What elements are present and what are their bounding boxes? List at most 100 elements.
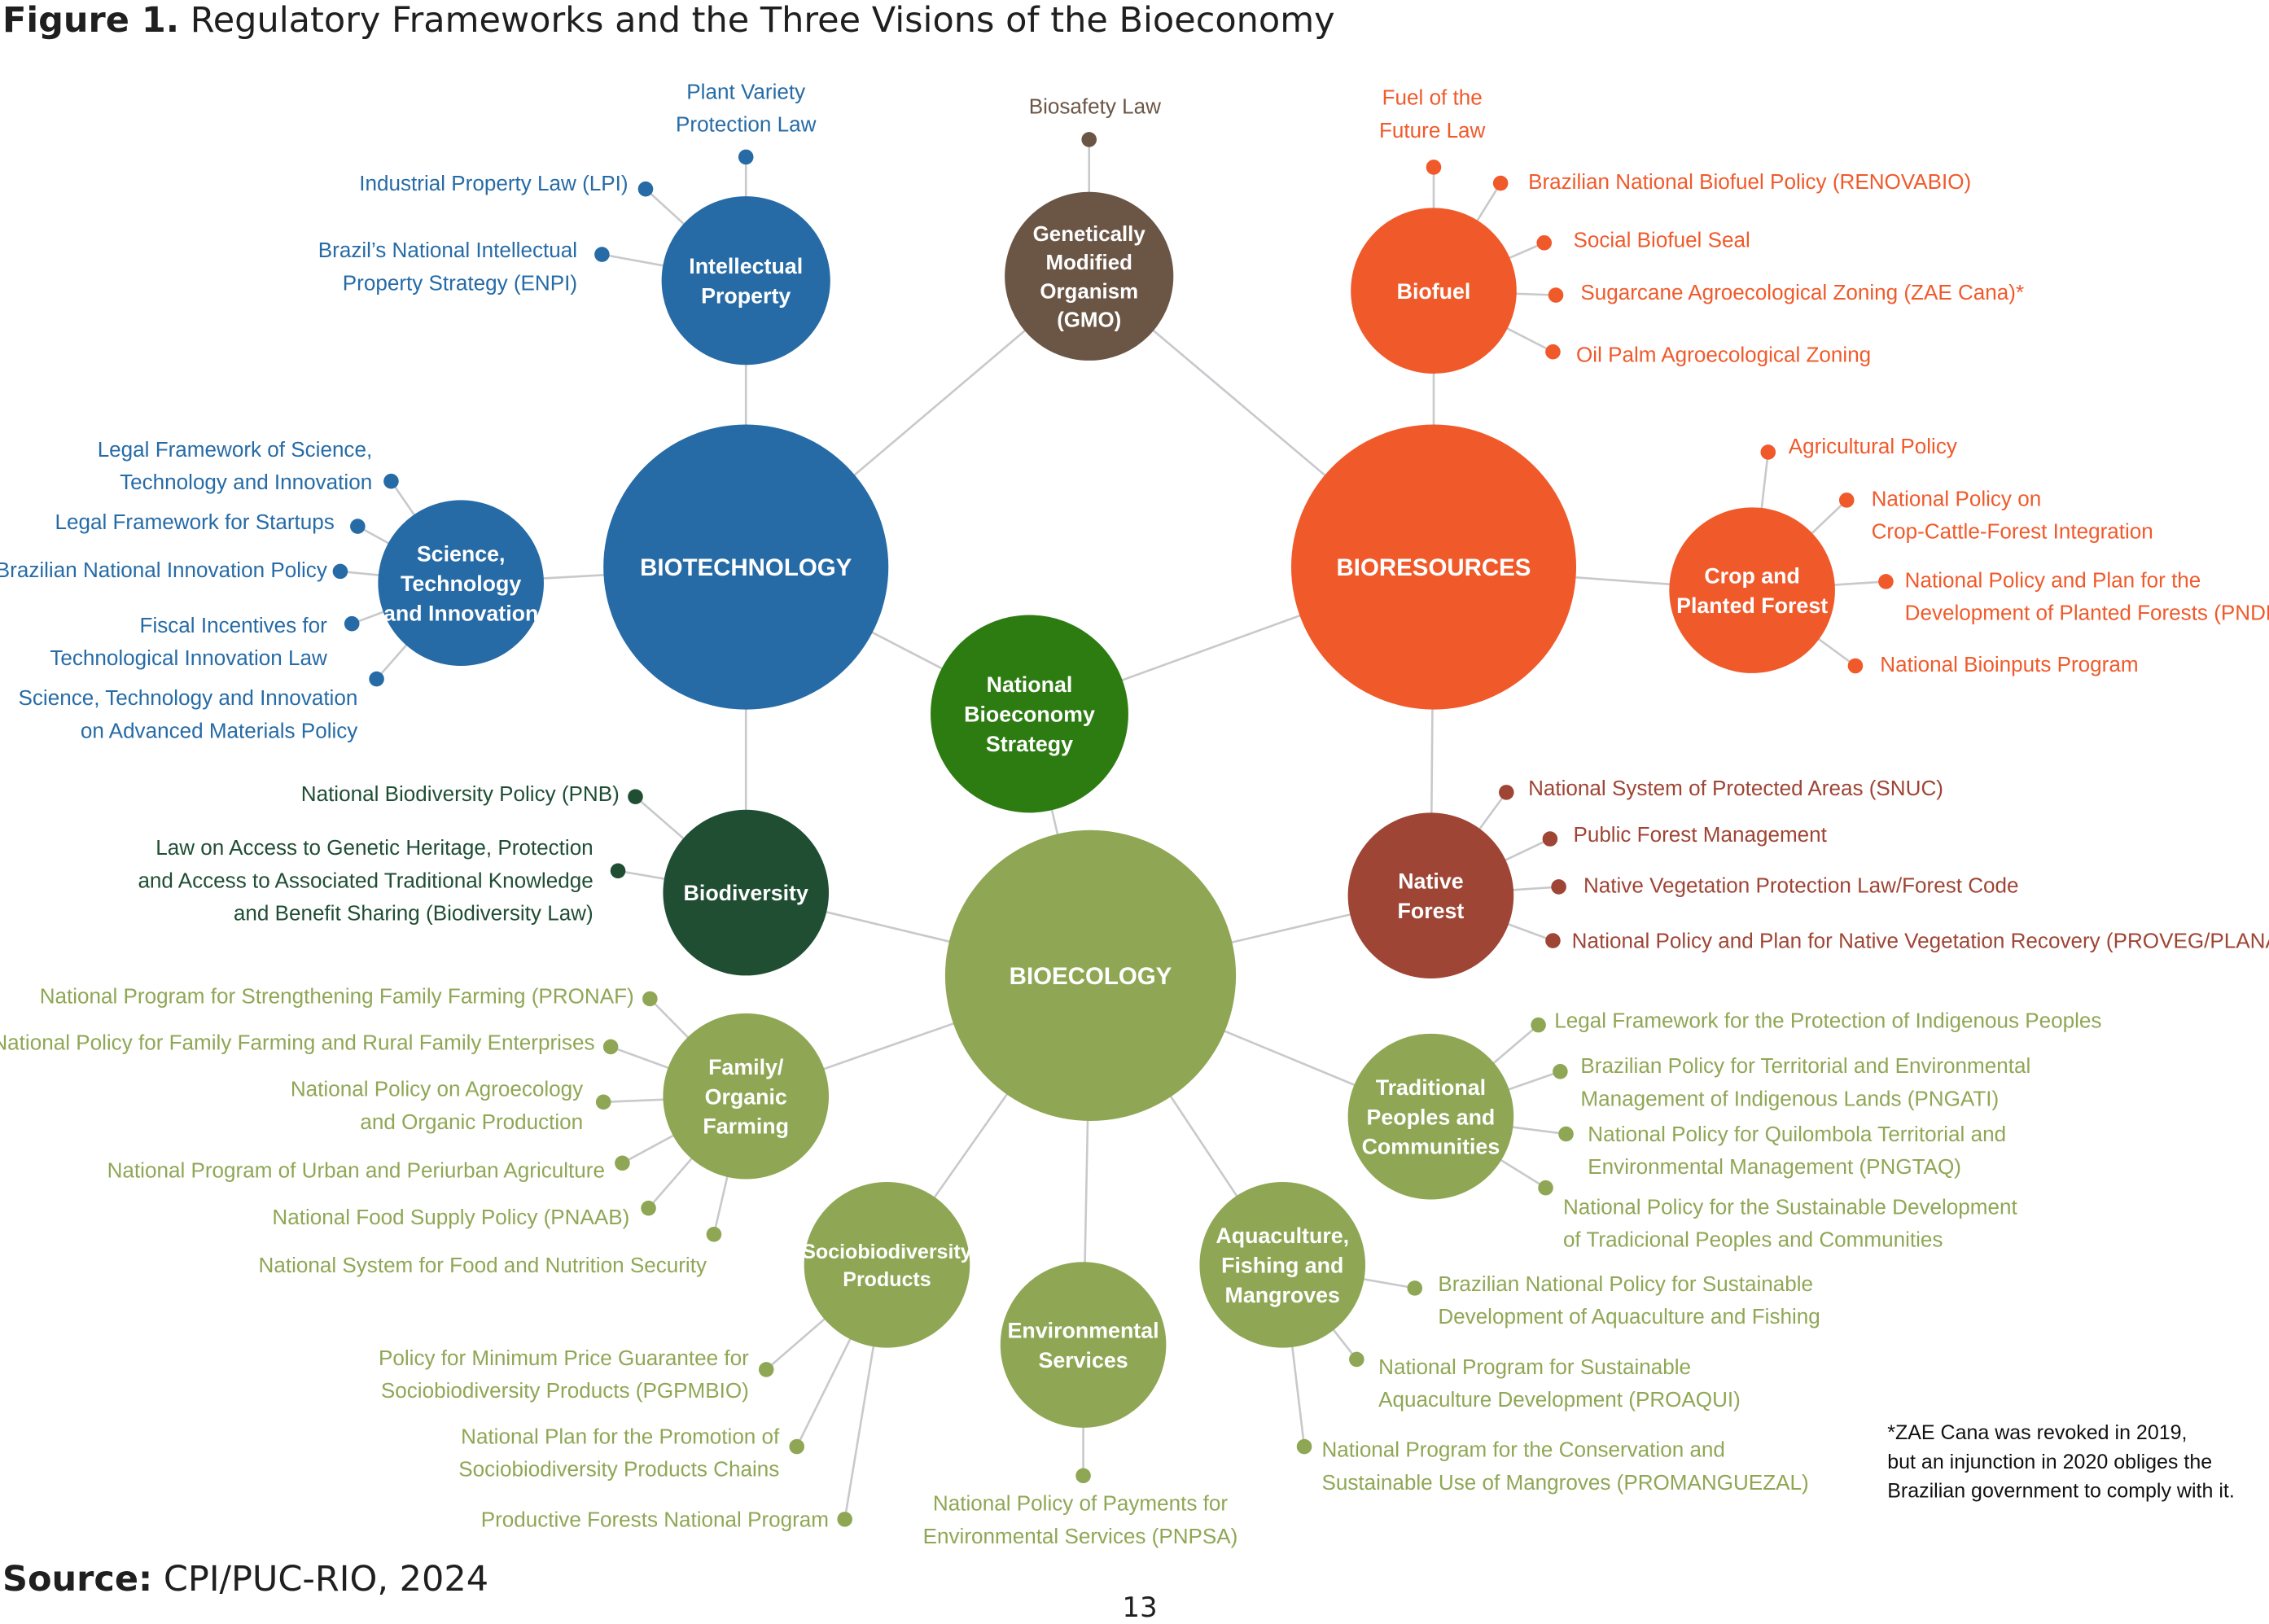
biodiversity-node-label: Biodiversity — [684, 881, 808, 905]
biofuel-node — [1351, 208, 1517, 374]
policy-dot — [1426, 160, 1442, 175]
policy-dot — [706, 1227, 722, 1242]
policy-dot — [1545, 933, 1561, 948]
policy-dot — [758, 1362, 774, 1377]
policy-dot — [350, 519, 366, 534]
policy-label: Legal Framework for the Protection of In… — [1554, 1009, 2101, 1033]
traditional-peoples-node — [1347, 1033, 1514, 1200]
policy-dot — [1760, 444, 1776, 460]
policy-dot — [1542, 831, 1558, 847]
policy-label: National Program for the Conservation an… — [1321, 1438, 1808, 1495]
gmo-node — [1005, 191, 1174, 361]
policy-label: National System of Protected Areas (SNUC… — [1528, 776, 1943, 800]
source-label: Source: — [2, 1559, 153, 1600]
policy-dot — [344, 615, 360, 632]
policy-label: National Policy for Family Farming and R… — [0, 1030, 594, 1054]
policy-dot — [1551, 879, 1566, 895]
policy-dot — [1558, 1126, 1574, 1142]
policy-dot — [1538, 1180, 1553, 1196]
policy-label: National Policy and Plan for Native Vege… — [1572, 928, 2269, 952]
family-farming-node — [663, 1013, 830, 1180]
policy-dot — [1878, 574, 1894, 589]
sociobiodiversity-node — [804, 1182, 970, 1348]
environmental-services-node — [1000, 1262, 1167, 1428]
page-number: 13 — [1122, 1591, 1158, 1624]
sti-node — [378, 500, 544, 666]
policy-label: Native Vegetation Protection Law/Forest … — [1583, 873, 2019, 898]
policy-label: National Food Supply Policy (PNAAB) — [272, 1205, 629, 1229]
policy-label: National Biodiversity Policy (PNB) — [301, 781, 620, 806]
policy-label: Social Biofuel Seal — [1573, 228, 1750, 252]
policy-dot — [1499, 785, 1514, 800]
policy-label: Legal Framework of Science,Technology an… — [98, 437, 373, 494]
policy-dot — [383, 473, 399, 489]
policy-dot — [641, 1200, 656, 1216]
policy-label: Brazilian National Policy for Sustainabl… — [1438, 1272, 1820, 1329]
biodiversity-node — [663, 809, 830, 976]
policy-label: Productive Forests National Program — [481, 1507, 829, 1531]
policy-label: Brazilian Policy for Territorial and Env… — [1580, 1053, 2030, 1110]
policy-dot — [1838, 492, 1855, 508]
source-line: Source: CPI/PUC-RIO, 2024 — [2, 1559, 488, 1600]
source-text: CPI/PUC-RIO, 2024 — [163, 1559, 489, 1600]
policy-dot — [628, 789, 643, 805]
policy-dot — [1349, 1351, 1364, 1368]
biotechnology-hub — [603, 424, 889, 710]
policy-label: Oil Palm Agroecological Zoning — [1576, 343, 1871, 367]
policy-dot — [1536, 234, 1553, 251]
crop-forest-node — [1669, 507, 1835, 673]
policy-label: Brazilian National Innovation Policy — [0, 558, 327, 582]
policy-dot — [1847, 658, 1864, 674]
policy-dot — [1081, 132, 1097, 147]
policy-label: National Bioinputs Program — [1880, 652, 2138, 676]
footnote: *ZAE Cana was revoked in 2019,but an inj… — [1887, 1421, 2235, 1502]
policy-dot — [332, 563, 348, 580]
policy-dot — [642, 991, 658, 1007]
policy-label: National Policy for Quilombola Territori… — [1588, 1122, 2006, 1179]
policy-dot — [1553, 1063, 1568, 1079]
policy-label: National Program of Urban and Periurban … — [107, 1158, 605, 1183]
policy-label: Biosafety Law — [1029, 94, 1161, 118]
policy-dot — [602, 1039, 619, 1055]
strategy-node — [931, 615, 1128, 813]
policy-dot — [1296, 1438, 1312, 1455]
native-forest-node — [1347, 812, 1514, 978]
intellectual-property-node — [661, 196, 830, 366]
policy-dot — [610, 863, 626, 879]
policy-dot — [789, 1438, 805, 1455]
figure-label: Figure 1. — [2, 0, 180, 41]
policy-dot — [1492, 175, 1509, 191]
policy-dot — [594, 247, 610, 262]
policy-dot — [1545, 344, 1561, 360]
policy-label: Legal Framework for Startups — [55, 510, 334, 534]
policy-dot — [1075, 1468, 1091, 1484]
policy-dot — [1407, 1280, 1423, 1296]
policy-label: Brazilian National Biofuel Policy (RENOV… — [1528, 169, 1971, 194]
policy-label: Sugarcane Agroecological Zoning (ZAE Can… — [1580, 280, 2024, 304]
figure-title-text: Regulatory Frameworks and the Three Visi… — [190, 0, 1335, 41]
policy-label: Law on Access to Genetic Heritage, Prote… — [138, 835, 593, 925]
bioresources-hub-label: BIORESOURCES — [1337, 554, 1531, 581]
